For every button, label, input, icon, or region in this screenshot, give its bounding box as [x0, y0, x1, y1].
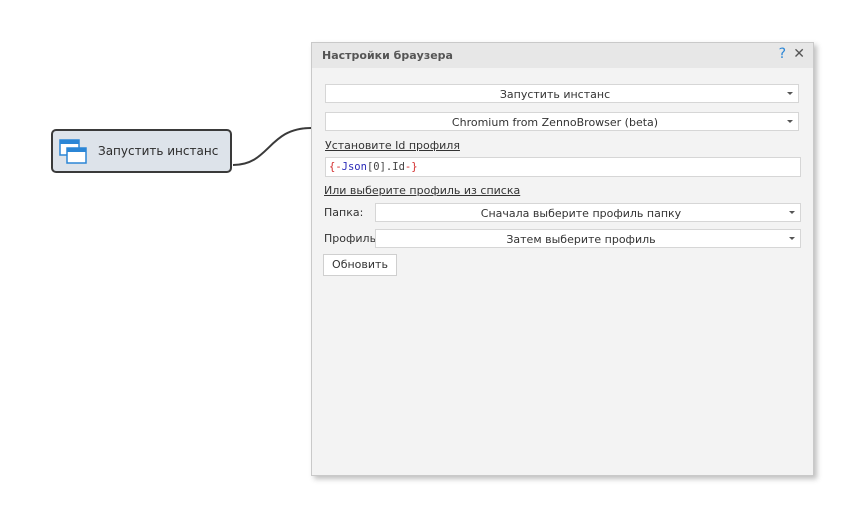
panel-title: Настройки браузера: [322, 49, 453, 62]
profile-id-input[interactable]: {-Json[0].Id-}: [325, 157, 801, 177]
chevron-down-icon: [787, 92, 793, 95]
profile-select[interactable]: Затем выберите профиль: [375, 229, 801, 248]
token-index: [0].: [366, 161, 393, 173]
token-field: Id: [392, 161, 405, 173]
profile-select-value: Затем выберите профиль: [506, 233, 656, 246]
set-profile-id-link[interactable]: Установите Id профиля: [325, 139, 460, 152]
panel-header: Настройки браузера ? ✕: [312, 43, 813, 68]
token-open-brace: {-: [329, 161, 342, 173]
action-node-start-instance[interactable]: Запустить инстанс: [51, 129, 232, 173]
browser-select-value: Chromium from ZennoBrowser (beta): [451, 116, 659, 129]
help-icon[interactable]: ?: [778, 46, 786, 62]
node-label: Запустить инстанс: [98, 144, 219, 158]
refresh-button[interactable]: Обновить: [323, 254, 397, 276]
profile-label: Профиль:: [324, 232, 380, 245]
folder-select-value: Сначала выберите профиль папку: [480, 207, 682, 220]
action-select[interactable]: Запустить инстанс: [325, 84, 799, 103]
browser-settings-panel: Настройки браузера ? ✕ Запустить инстанс…: [311, 42, 814, 476]
browser-select[interactable]: Chromium from ZennoBrowser (beta): [325, 112, 799, 131]
chevron-down-icon: [789, 237, 795, 240]
close-icon[interactable]: ✕: [793, 46, 805, 62]
chevron-down-icon: [787, 120, 793, 123]
browser-windows-icon: [59, 139, 87, 165]
choose-profile-from-list-link[interactable]: Или выберите профиль из списка: [324, 184, 521, 197]
token-close-brace: -}: [404, 161, 418, 173]
token-variable: Json: [341, 161, 367, 173]
chevron-down-icon: [789, 211, 795, 214]
folder-label: Папка:: [324, 206, 364, 219]
action-select-value: Запустить инстанс: [499, 88, 611, 101]
folder-select[interactable]: Сначала выберите профиль папку: [375, 203, 801, 222]
